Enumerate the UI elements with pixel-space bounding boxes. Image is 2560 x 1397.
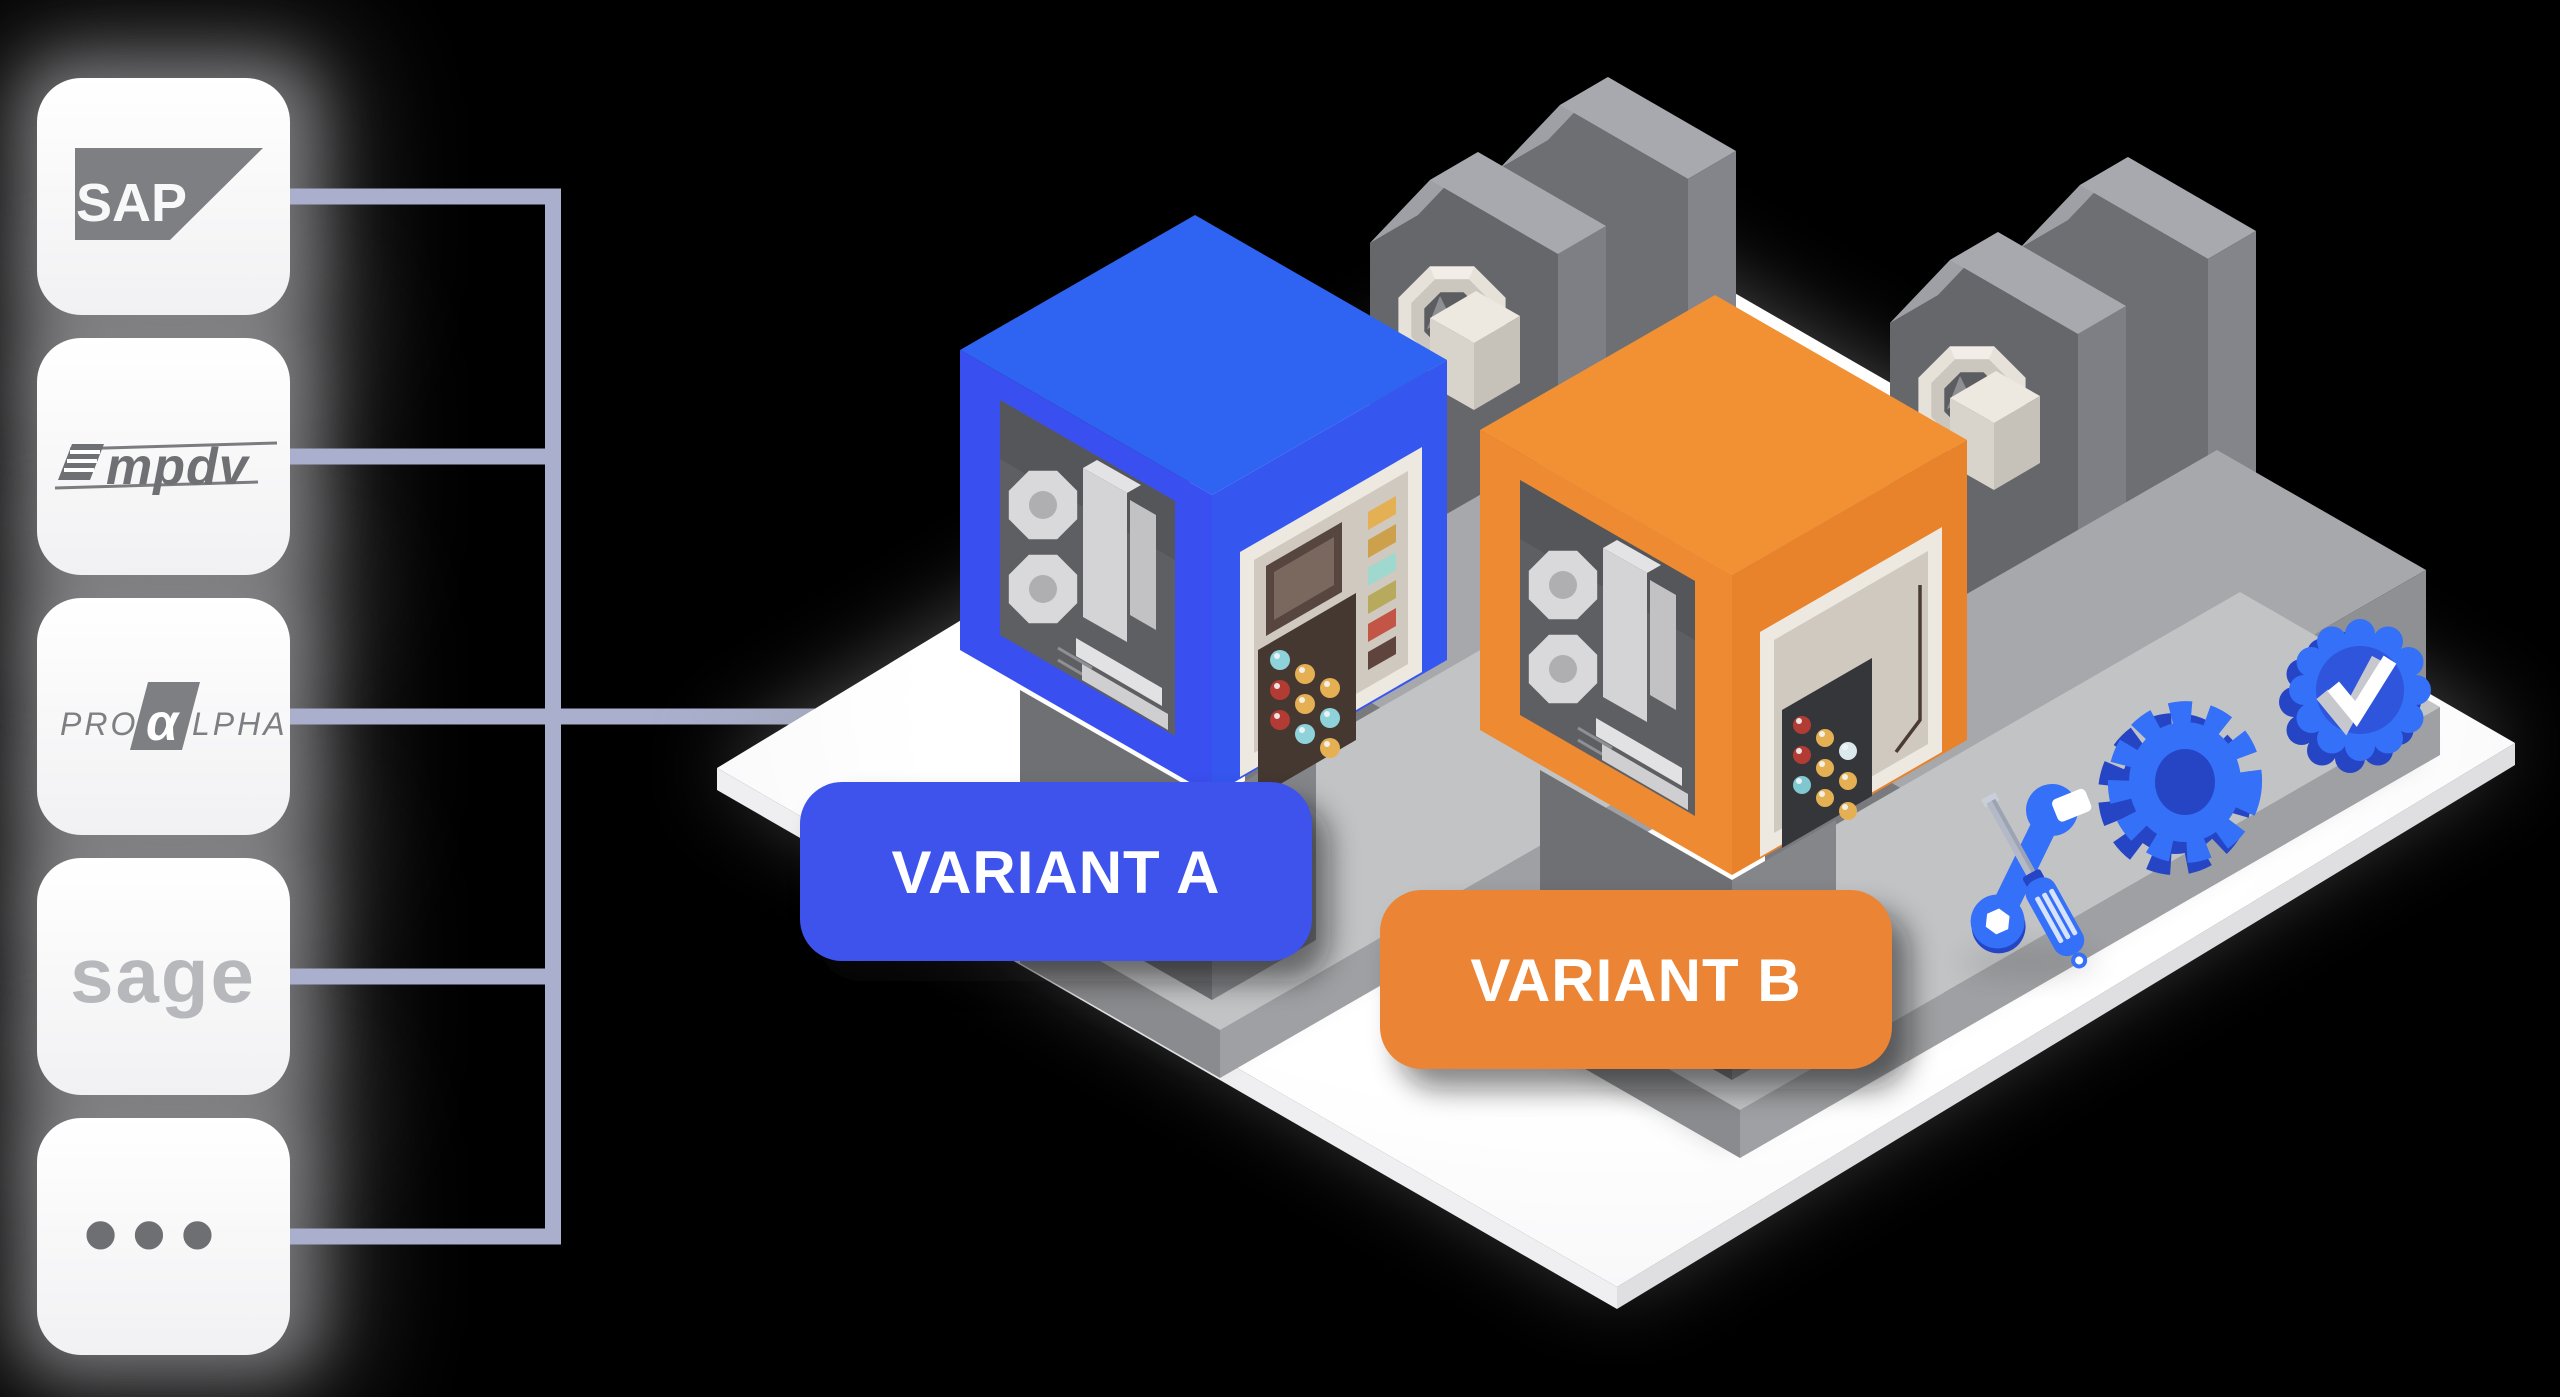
card-more[interactable]: •••	[37, 1118, 290, 1355]
proalpha-logo: PRO α LPHA	[60, 682, 288, 752]
connector-stub-sap	[288, 188, 561, 205]
connector-bus	[545, 188, 561, 1245]
connector-stub-more	[288, 1228, 561, 1245]
more-dots: •••	[82, 1177, 227, 1293]
sap-logo-text: SAP	[76, 173, 187, 233]
variant-a-button[interactable]: VARIANT A	[800, 782, 1330, 981]
machine-b-panel	[1782, 585, 1922, 848]
check-badge-icon	[2279, 619, 2431, 773]
wrench-screwdriver-icon	[1960, 784, 2100, 978]
connector-stub-mpdv	[288, 448, 561, 465]
connector-lines	[288, 188, 820, 1245]
erp-card-list: SAP mpdv PRO α LPHA	[37, 78, 290, 1355]
machine-a-panel	[1258, 496, 1396, 797]
mpdv-logo-text: mpdv	[106, 438, 251, 496]
variant-b-label: VARIANT B	[1470, 947, 1801, 1014]
sage-logo-text: sage	[70, 931, 256, 1019]
card-sap[interactable]: SAP	[37, 78, 290, 315]
variant-a-label: VARIANT A	[892, 839, 1221, 906]
variant-b-button-bg[interactable]	[1380, 890, 1892, 1069]
gear-icon	[2098, 701, 2263, 875]
sap-logo: SAP	[75, 148, 263, 240]
card-proalpha[interactable]: PRO α LPHA	[37, 598, 290, 835]
variant-b-button[interactable]: VARIANT B	[1380, 890, 1910, 1089]
proalpha-alpha: α	[146, 694, 181, 752]
connector-stub-sage	[288, 968, 561, 985]
mpdv-logo: mpdv	[54, 438, 278, 496]
card-mpdv[interactable]: mpdv	[37, 338, 290, 575]
variant-a-button-bg[interactable]	[800, 782, 1312, 961]
proalpha-post: LPHA	[192, 706, 288, 742]
card-sage[interactable]: sage	[37, 858, 290, 1095]
proalpha-pre: PRO	[60, 706, 138, 742]
